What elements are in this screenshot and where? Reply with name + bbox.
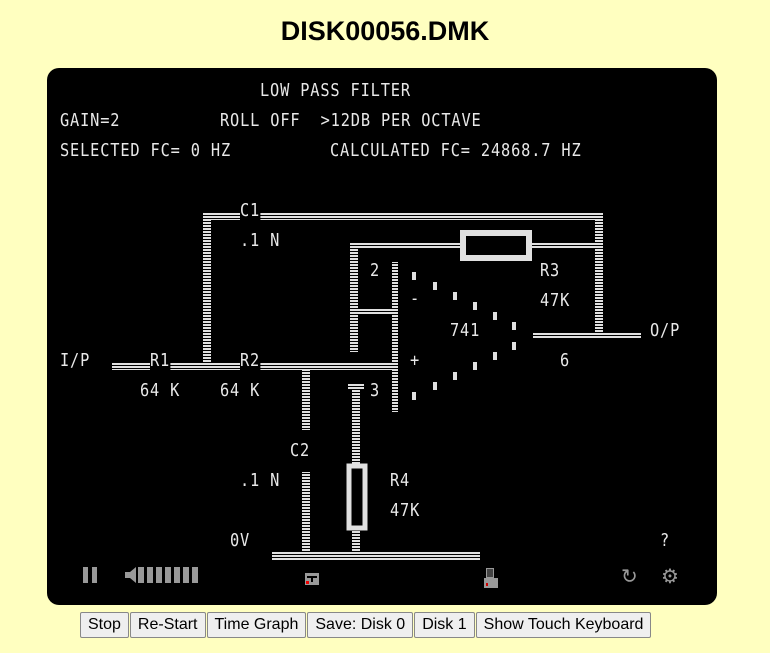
help-mark: ?: [660, 530, 671, 551]
label-r1-value: 64 K: [140, 380, 181, 401]
wire: [352, 530, 360, 554]
label-plus: +: [410, 350, 421, 371]
restart-button[interactable]: Re-Start: [129, 612, 206, 638]
label-ip: I/P: [60, 350, 91, 371]
label-op: O/P: [650, 320, 681, 341]
wire: [302, 472, 310, 554]
label-r3: R3: [540, 260, 561, 281]
label-pin3: 3: [370, 380, 381, 401]
wire: [203, 212, 603, 220]
label-c2-value: .1 N: [240, 470, 281, 491]
wire: [352, 383, 360, 465]
button-bar: Stop Re-Start Time Graph Save: Disk 0 Di…: [80, 612, 652, 638]
heading: LOW PASS FILTER: [260, 80, 411, 101]
pause-icon[interactable]: [82, 566, 100, 590]
resistor-r4: [346, 463, 368, 531]
label-r1: R1: [150, 350, 171, 371]
opamp-bar: [392, 262, 398, 412]
label-minus: -: [410, 288, 421, 309]
emulator-screen[interactable]: LOW PASS FILTER GAIN=2 ROLL OFF >12DB PE…: [47, 68, 717, 605]
gain: GAIN=2: [60, 110, 121, 131]
show-touch-keyboard-button[interactable]: Show Touch Keyboard: [475, 612, 652, 638]
wire: [358, 308, 395, 315]
wire: [302, 370, 310, 430]
reset-icon[interactable]: ↻: [621, 566, 638, 588]
time-graph-button[interactable]: Time Graph: [206, 612, 307, 638]
calculated-fc: CALCULATED FC= 24868.7 HZ: [330, 140, 582, 161]
label-r2-value: 64 K: [220, 380, 261, 401]
label-c2: C2: [290, 440, 311, 461]
disk-icon[interactable]: [305, 568, 319, 591]
drive-icon[interactable]: [484, 568, 498, 594]
label-r2: R2: [240, 350, 261, 371]
page-title: DISK00056.DMK: [280, 16, 490, 46]
label-r4-value: 47K: [390, 500, 421, 521]
wire: [203, 212, 211, 370]
resistor-r3: [460, 230, 532, 261]
gear-icon[interactable]: ⚙: [661, 566, 679, 588]
rolloff: ROLL OFF >12DB PER OCTAVE: [220, 110, 482, 131]
wire: [533, 332, 641, 339]
label-0v: 0V: [230, 530, 251, 551]
label-c1: C1: [240, 200, 261, 221]
disk1-button[interactable]: Disk 1: [414, 612, 475, 638]
label-741: 741: [450, 320, 481, 341]
ground-wire: [272, 551, 480, 560]
label-c1-value: .1 N: [240, 230, 281, 251]
label-r3-value: 47K: [540, 290, 571, 311]
wire: [350, 242, 358, 352]
label-r4: R4: [390, 470, 411, 491]
wire: [348, 383, 364, 389]
circuit-diagram: [112, 212, 641, 560]
volume-icon[interactable]: [125, 566, 201, 590]
stop-button[interactable]: Stop: [80, 612, 129, 638]
label-pin2: 2: [370, 260, 381, 281]
wire: [595, 212, 603, 339]
opamp-triangle: [412, 272, 516, 400]
selected-fc: SELECTED FC= 0 HZ: [60, 140, 232, 161]
label-pin6: 6: [560, 350, 571, 371]
save-disk0-button[interactable]: Save: Disk 0: [307, 612, 414, 638]
